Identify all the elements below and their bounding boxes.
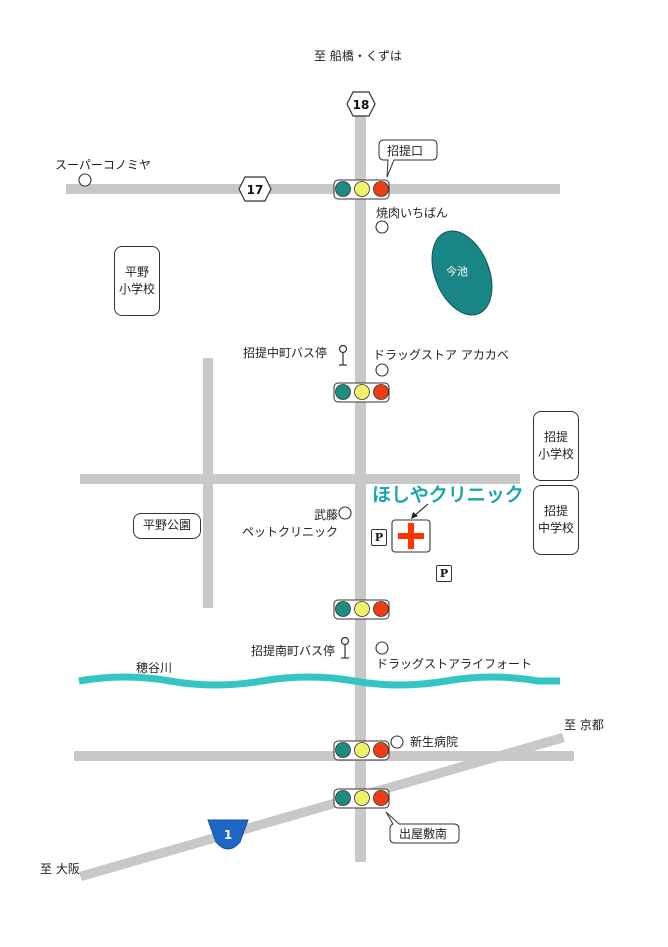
callout-shoteiguchi bbox=[378, 139, 438, 178]
clinic-name: ほしやクリニック bbox=[372, 484, 524, 506]
label-hotani-river: 穂谷川 bbox=[136, 661, 173, 675]
parking-marker-2: P bbox=[436, 565, 452, 582]
route-1-label: 1 bbox=[224, 828, 232, 842]
traffic-signal-south bbox=[333, 599, 390, 620]
traffic-signal-demayashiki bbox=[333, 788, 390, 809]
muto-pet-clinic-marker bbox=[338, 506, 352, 520]
clinic-pointer-arrow bbox=[411, 503, 429, 519]
shinsei-hospital-marker bbox=[390, 735, 404, 749]
road-route-17 bbox=[66, 184, 560, 194]
direction-north: 至 船橋・くずは bbox=[314, 49, 402, 63]
route-18-shield: 18 bbox=[346, 91, 376, 117]
direction-northeast: 至 京都 bbox=[564, 718, 604, 732]
route-1-shield: 1 bbox=[207, 819, 249, 850]
clinic-marker bbox=[391, 519, 431, 553]
hotani-river bbox=[78, 673, 560, 689]
traffic-signal-shinsei bbox=[333, 740, 390, 761]
label-muto-pet-clinic: 武藤 ペットクリニック bbox=[241, 508, 338, 539]
imaike-pond bbox=[431, 230, 493, 316]
route-18-label: 18 bbox=[353, 98, 370, 112]
direction-southwest: 至 大阪 bbox=[40, 862, 80, 876]
traffic-signal-route17 bbox=[333, 179, 390, 200]
label-shotei-nakamachi-bus: 招提中町バス停 bbox=[243, 346, 328, 360]
road-vertical-left bbox=[203, 358, 213, 608]
label-hirano-elementary: 平野 小学校 bbox=[114, 246, 160, 316]
label-super-konomiya: スーパーコノミヤ bbox=[55, 158, 151, 172]
yakiniku-ichiban-marker bbox=[375, 220, 389, 234]
label-shotei-elementary: 招提 小学校 bbox=[533, 411, 579, 481]
route-17-shield: 17 bbox=[238, 176, 272, 202]
drugstore-ai-fort-marker bbox=[375, 641, 389, 655]
label-shotei-minamimachi-bus: 招提南町バス停 bbox=[251, 644, 336, 658]
route-17-label: 17 bbox=[247, 183, 264, 197]
road-route-1-diagonal bbox=[79, 733, 565, 881]
bus-stop-minamimachi-icon bbox=[340, 636, 350, 659]
label-drugstore-ai-fort: ドラッグストアライフォート bbox=[376, 657, 533, 671]
roads bbox=[66, 112, 574, 881]
parking-marker-1: P bbox=[371, 529, 387, 546]
traffic-signal-nakamachi bbox=[333, 382, 390, 403]
main-road-north-south bbox=[355, 112, 366, 862]
label-hirano-park: 平野公園 bbox=[133, 513, 201, 539]
intersection-demayashikiminami: 出屋敷南 bbox=[399, 827, 448, 841]
bus-stop-nakamachi-icon bbox=[338, 344, 348, 366]
label-shinsei-hospital: 新生病院 bbox=[410, 735, 459, 749]
road-horizontal-middle bbox=[80, 474, 520, 484]
label-drugstore-akakabe: ドラッグストア アカカベ bbox=[373, 348, 509, 362]
imaike-label: 今池 bbox=[446, 264, 468, 278]
road-horizontal-lower bbox=[74, 751, 574, 761]
super-konomiya-marker bbox=[78, 173, 92, 187]
drugstore-akakabe-marker bbox=[375, 363, 389, 377]
label-shotei-junior-high: 招提 中学校 bbox=[533, 485, 579, 555]
label-yakiniku-ichiban: 焼肉いちばん bbox=[376, 206, 449, 220]
intersection-shoteiguchi: 招提口 bbox=[387, 144, 424, 158]
callout-demayashikiminami bbox=[385, 811, 460, 844]
